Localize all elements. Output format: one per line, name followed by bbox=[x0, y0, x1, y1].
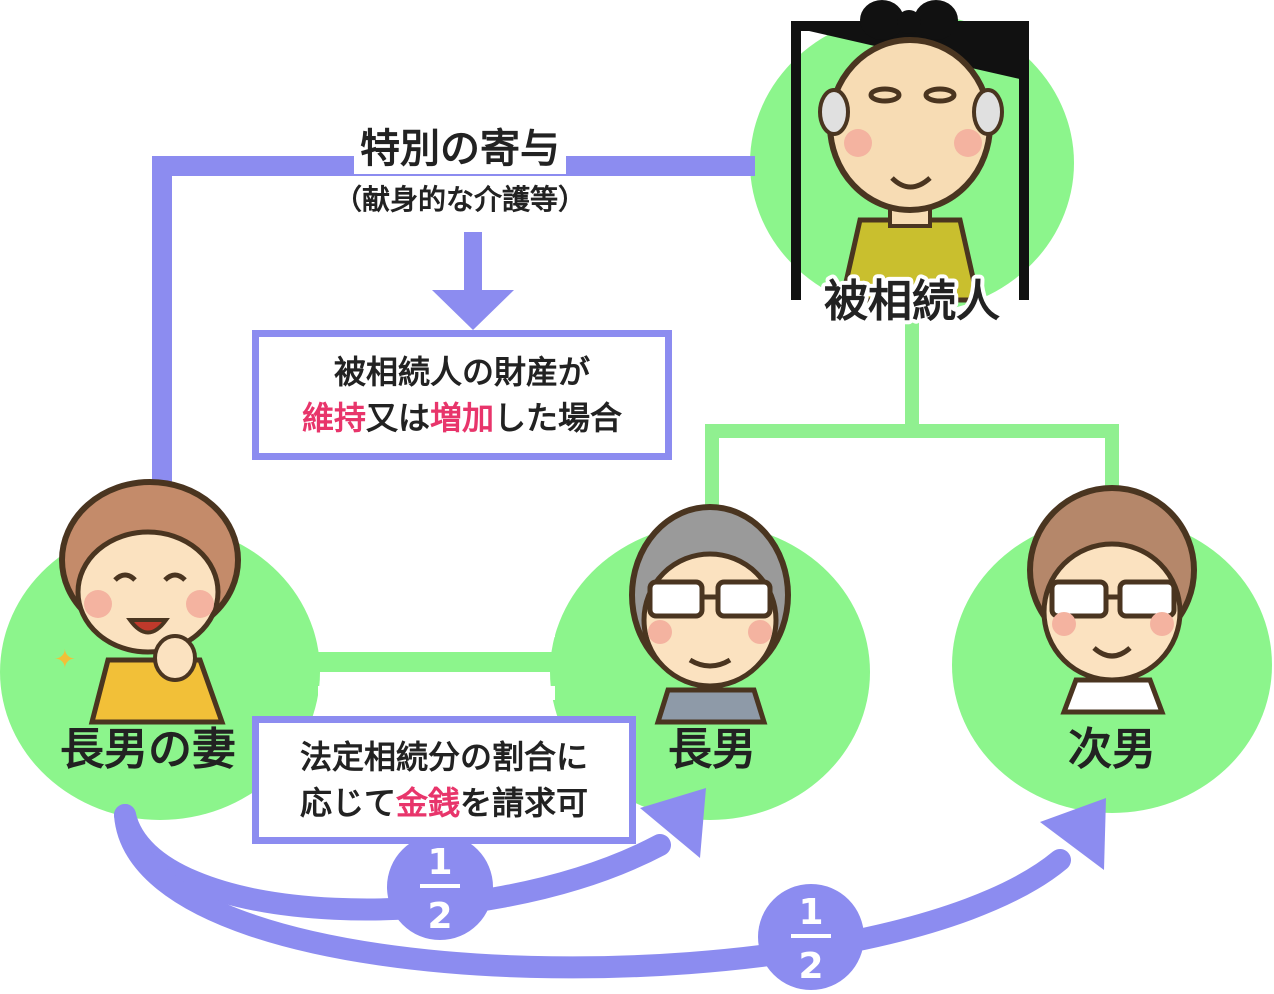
fraction-badge-eldest: 1 2 bbox=[387, 834, 493, 940]
condition-line-2: 維持又は増加した場合 bbox=[302, 395, 622, 441]
fraction-denominator: 2 bbox=[427, 896, 452, 937]
highlight-text: 維持 bbox=[301, 399, 366, 437]
eldest-label: 長男 bbox=[668, 724, 756, 775]
condition-box: 被相続人の財産が 維持又は増加した場合 bbox=[252, 330, 672, 460]
grandfather-icon bbox=[818, 37, 1004, 303]
condition-line-1: 被相続人の財産が bbox=[333, 353, 590, 391]
sparkle-icon: ✦ bbox=[54, 645, 76, 675]
deceased-label: 被相続人 bbox=[824, 276, 1000, 327]
highlight-text: 金銭 bbox=[395, 784, 460, 822]
special-contribution-title: 特別の寄与 bbox=[354, 116, 566, 174]
marriage-lines bbox=[318, 623, 555, 700]
claim-line-2: 応じて金銭を請求可 bbox=[300, 780, 588, 826]
down-arrow bbox=[432, 232, 514, 330]
claim-arrows bbox=[114, 804, 1071, 979]
fraction-denominator: 2 bbox=[798, 946, 823, 987]
fraction-badge-second: 1 2 bbox=[758, 884, 864, 990]
claim-text: を請求可 bbox=[460, 784, 589, 822]
claim-box: 法定相続分の割合に 応じて金銭を請求可 bbox=[252, 716, 636, 844]
fraction-numerator: 1 bbox=[798, 892, 823, 933]
second-son-icon bbox=[1027, 485, 1197, 715]
special-contribution-label: 特別の寄与 （献身的な介護等） bbox=[270, 116, 650, 218]
condition-text: した場合 bbox=[494, 399, 623, 437]
fraction-numerator: 1 bbox=[427, 842, 452, 883]
wife-label: 長男の妻 bbox=[60, 724, 236, 775]
condition-text: 又は bbox=[365, 399, 430, 437]
marriage-gap bbox=[318, 652, 555, 672]
claim-line-1: 法定相続分の割合に bbox=[299, 738, 588, 776]
claim-text: 応じて bbox=[299, 784, 396, 822]
family-tree-lines bbox=[705, 322, 1119, 520]
second-label: 次男 bbox=[1068, 724, 1156, 775]
black-ribbon-icon bbox=[860, 0, 958, 40]
eldest-son-icon bbox=[629, 504, 791, 725]
highlight-text: 増加 bbox=[430, 399, 495, 437]
wife-icon bbox=[59, 479, 241, 725]
special-contribution-subtitle: （献身的な介護等） bbox=[333, 183, 586, 216]
arrowheads bbox=[640, 788, 1106, 870]
